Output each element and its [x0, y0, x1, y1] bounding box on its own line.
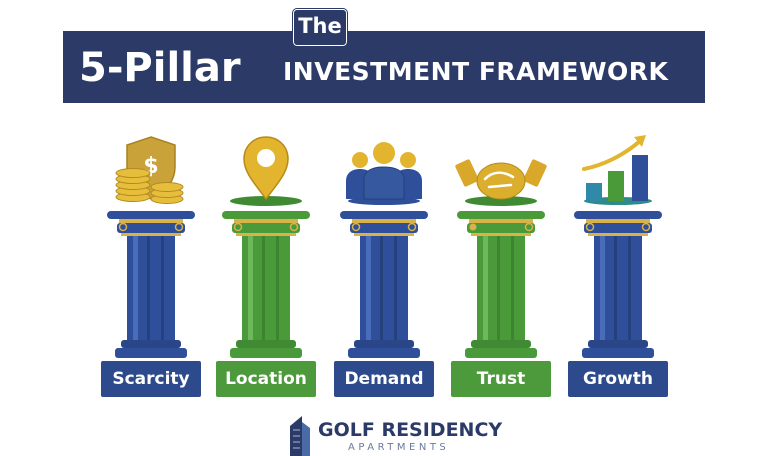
pillar-column-icon	[340, 142, 428, 358]
pillar-label: Trust	[451, 361, 551, 397]
brand-logo: GOLF RESIDENCY APARTMENTS	[288, 414, 502, 456]
people-group-icon	[346, 142, 422, 205]
title-prefix: The	[298, 14, 342, 38]
brand-subtitle: APARTMENTS	[348, 442, 450, 453]
brand-name: GOLF RESIDENCY	[318, 419, 503, 441]
title-banner: 5-Pillar INVESTMENT FRAMEWORK	[63, 31, 705, 103]
pillar-trust: Trust	[451, 133, 551, 397]
pillar-label: Scarcity	[101, 361, 201, 397]
building-logo-icon	[290, 416, 310, 456]
title-sub: INVESTMENT FRAMEWORK	[283, 57, 669, 86]
bar-chart-arrow-icon	[582, 135, 652, 205]
pillar-demand: Demand	[334, 133, 434, 397]
map-pin-icon	[230, 136, 302, 206]
pillar-column-icon	[574, 135, 662, 358]
pillar-label: Demand	[334, 361, 434, 397]
pillar-scarcity: $ Scarcity	[101, 133, 201, 397]
title-main: 5-Pillar	[79, 45, 241, 91]
pillar-column-icon	[222, 136, 310, 358]
pillar-label: Growth	[568, 361, 668, 397]
title-prefix-box: The	[292, 8, 348, 47]
pillar-location: Location	[216, 133, 316, 397]
shield-dollar-coins-icon: $	[115, 136, 184, 204]
pillar-column-icon: $	[107, 136, 195, 358]
pillar-column-icon	[455, 159, 547, 358]
handshake-icon	[455, 159, 547, 206]
pillar-growth: Growth	[568, 133, 668, 397]
pillar-label: Location	[216, 361, 316, 397]
